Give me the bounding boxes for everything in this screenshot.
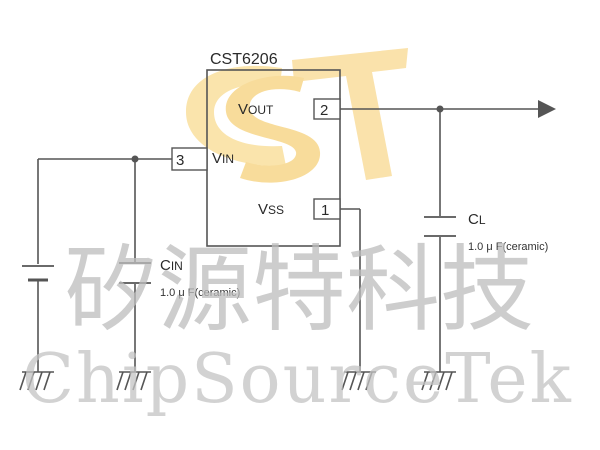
pin-3-number: 3 [176, 152, 184, 169]
ic-part-label: CST6206 [210, 51, 278, 68]
vout-label: VOUT [238, 101, 274, 118]
vin-label: VIN [212, 150, 234, 167]
pin-2-number: 2 [320, 102, 328, 119]
ground-symbol-source [19, 371, 54, 391]
watermark-english: ChipSourceTek [22, 340, 573, 419]
ground-symbol-vss [341, 371, 376, 391]
ground-symbol-cin [116, 371, 151, 391]
cin-name: CIN [160, 257, 183, 274]
cl-name: CL [468, 211, 486, 228]
output-arrow-icon [538, 100, 556, 118]
cst-logo-watermark [186, 48, 408, 183]
vss-label: VSS [258, 201, 284, 218]
pin-1-number: 1 [321, 202, 329, 219]
watermark-chinese: 矽源特科技 [64, 236, 534, 345]
ground-symbol-cl [421, 371, 456, 391]
cin-value: 1.0 μ F(ceramic) [160, 287, 240, 299]
cl-value: 1.0 μ F(ceramic) [468, 241, 548, 253]
